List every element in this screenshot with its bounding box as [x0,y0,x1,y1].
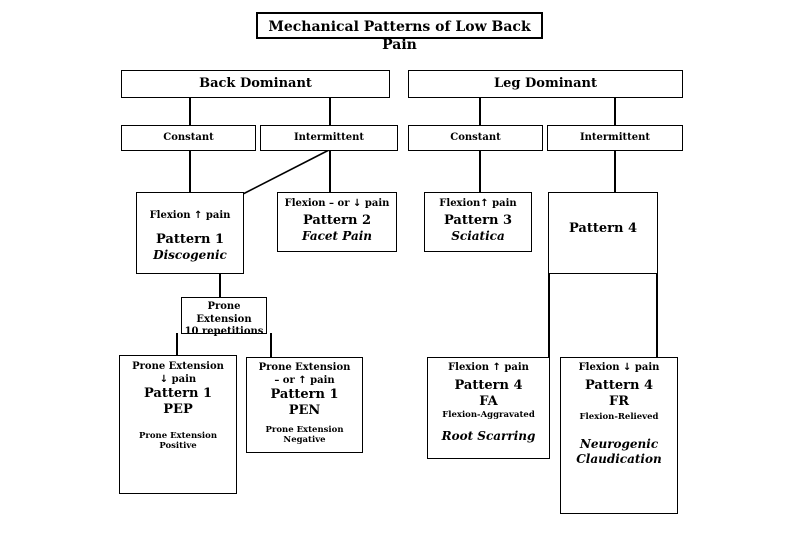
back-constant-label: Constant [163,132,214,143]
pattern2-box: Flexion – or ↓ pain Pattern 2 Facet Pain [277,192,397,252]
arrow-up-icon: ↑ [480,198,489,209]
fa-name: Pattern 4 [454,377,523,393]
pep-desc: Prone Extension Positive [138,430,217,452]
fa-sub: Flexion-Aggravated [442,410,535,420]
connector [479,150,481,193]
prone-test-line2: 10 repetitions [184,326,264,337]
leg-dominant-label: Leg Dominant [494,76,597,91]
fr-desc1: Neurogenic [579,436,659,451]
arrow-up-icon: ↑ [194,210,203,221]
pattern2-name: Pattern 2 [302,212,371,228]
arrow-up-icon: ↑ [492,362,501,373]
fa-flexion: Flexion ↑ pain [448,362,529,373]
leg-intermittent-box: Intermittent [547,125,683,151]
connector [329,150,331,193]
prone-test-line1: Prone Extension [196,301,252,325]
pattern3-name: Pattern 3 [443,212,512,228]
connector [614,97,616,125]
pattern1-box: Flexion ↑ pain Pattern 1 Discogenic [136,192,244,274]
connector [656,273,658,358]
fa-desc: Root Scarring [441,428,536,443]
connector [219,273,221,298]
pep-line1: Prone Extension [132,361,224,372]
connector [189,97,191,125]
pen-name: Pattern 1 [270,387,339,402]
arrow-up-icon: ↑ [298,374,307,386]
connector [548,273,550,358]
leg-constant-label: Constant [450,132,501,143]
pep-name: Pattern 1 [143,386,212,401]
pattern1-flexion: Flexion ↑ pain [149,210,231,221]
pep-line2: ↓ pain [159,373,197,385]
connector [329,97,331,125]
connector [270,333,272,358]
fr-box: Flexion ↓ pain Pattern 4 FR Flexion-Reli… [560,357,678,514]
pattern2-flexion: Flexion – or ↓ pain [284,198,390,209]
back-constant-box: Constant [121,125,256,151]
fr-name: Pattern 4 [584,377,653,393]
connector [176,333,178,356]
title-text: Mechanical Patterns of Low Back Pain [268,19,531,53]
fr-desc2: Claudication [576,451,662,466]
leg-dominant-box: Leg Dominant [408,70,683,98]
fa-box: Flexion ↑ pain Pattern 4 FA Flexion-Aggr… [427,357,550,459]
prone-extension-test-box: Prone Extension 10 repetitions [181,297,267,337]
pep-code: PEP [163,402,193,418]
page-title: Mechanical Patterns of Low Back Pain [256,12,543,53]
pattern3-box: Flexion↑ pain Pattern 3 Sciatica [424,192,532,252]
fr-flexion: Flexion ↓ pain [578,362,660,373]
arrow-down-icon: ↓ [352,198,362,209]
pattern1-desc: Discogenic [153,247,227,262]
pattern4-name: Pattern 4 [568,221,637,236]
arrow-down-icon: ↓ [623,362,632,373]
leg-constant-box: Constant [408,125,543,151]
pen-desc: Prone Extension Negative [265,424,344,446]
pep-box: Prone Extension ↓ pain Pattern 1 PEP Pro… [119,355,237,494]
pattern3-desc: Sciatica [451,228,505,243]
leg-intermittent-label: Intermittent [579,132,651,143]
fr-code: FR [608,393,630,409]
fr-sub: Flexion-Relieved [579,412,659,422]
connector [479,97,481,125]
pattern1-name: Pattern 1 [155,231,224,247]
pen-box: Prone Extension – or ↑ pain Pattern 1 PE… [246,357,363,453]
back-intermittent-box: Intermittent [260,125,398,151]
pattern4-box: Pattern 4 [548,192,658,274]
back-intermittent-label: Intermittent [293,132,365,143]
back-dominant-label: Back Dominant [199,76,312,91]
pen-code: PEN [288,403,321,419]
connector [189,150,191,193]
pattern2-desc: Facet Pain [301,228,373,243]
arrow-down-icon: ↓ [159,373,169,385]
back-dominant-box: Back Dominant [121,70,390,98]
connector [614,150,616,193]
fa-code: FA [479,393,498,409]
pen-line1: Prone Extension [258,362,351,373]
pen-line2: – or ↑ pain [274,374,335,386]
pattern3-flexion: Flexion↑ pain [439,198,517,209]
